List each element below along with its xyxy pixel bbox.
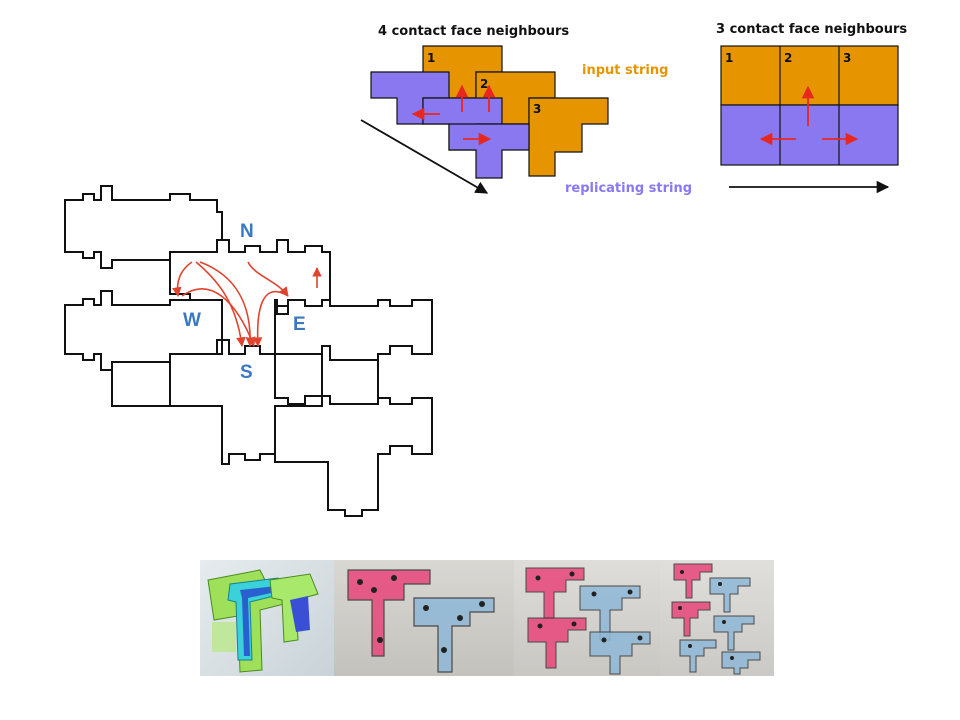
right-cell-number-1: 1: [725, 51, 733, 65]
purple-tile-3: [448, 123, 530, 179]
diagonal-direction-arrow: [360, 119, 489, 194]
replicating-string-label: replicating string: [565, 181, 692, 196]
fabricated-pieces-image-2: [525, 567, 651, 675]
four-neighbour-title: 4 contact face neighbours: [378, 24, 569, 39]
jigsaw-tile-d: [169, 339, 323, 465]
fabricated-pieces-photo-3: [660, 560, 774, 676]
cad-render-image: [207, 569, 319, 673]
curve-arrow-to-west: [172, 261, 193, 297]
curve-arrow-to-east: [247, 261, 289, 297]
curve-arrow-to-south-1: [195, 261, 246, 347]
curve-arrow-to-south-2: [199, 261, 256, 347]
orange-tile-3: [528, 97, 609, 177]
purple-row: [720, 104, 899, 166]
right-cell-number-3: 3: [843, 51, 851, 65]
jigsaw-tile-a: [64, 185, 223, 269]
direction-label-east: E: [293, 314, 306, 335]
input-string-label: input string: [582, 63, 668, 78]
cell-number-2: 2: [480, 77, 488, 91]
direction-label-north: N: [240, 221, 254, 242]
right-cell-number-2: 2: [784, 51, 792, 65]
cell-number-3: 3: [533, 102, 541, 116]
direction-label-west: W: [183, 310, 201, 331]
fabricated-pieces-photo-2: [514, 560, 660, 676]
cell-number-1: 1: [427, 51, 435, 65]
four-neighbour-diagram: 4 contact face neighbours 1 2 3 input st…: [360, 24, 692, 196]
three-neighbour-diagram: 3 contact face neighbours 1 2 3: [716, 22, 907, 194]
jigsaw-tile-f: [274, 395, 433, 517]
jigsaw-tiling-diagram: [64, 185, 433, 517]
tile-b-connection-arrows: [172, 261, 322, 347]
replicating-string-tiles: [370, 71, 530, 179]
direction-label-south: S: [240, 362, 253, 383]
fabricated-pieces-image-1: [347, 569, 495, 673]
cad-render-photo: [200, 560, 334, 676]
jigsaw-left-edge: [111, 354, 433, 454]
fabricated-pieces-photo-1: [334, 560, 514, 676]
jigsaw-tile-e: [274, 299, 433, 361]
curve-arrow-west-to-south: [181, 288, 256, 347]
fabricated-pieces-image-3: [671, 563, 761, 675]
orange-row: [720, 45, 899, 106]
curve-arrow-east-to-south: [252, 290, 289, 347]
three-neighbour-title: 3 contact face neighbours: [716, 22, 907, 37]
